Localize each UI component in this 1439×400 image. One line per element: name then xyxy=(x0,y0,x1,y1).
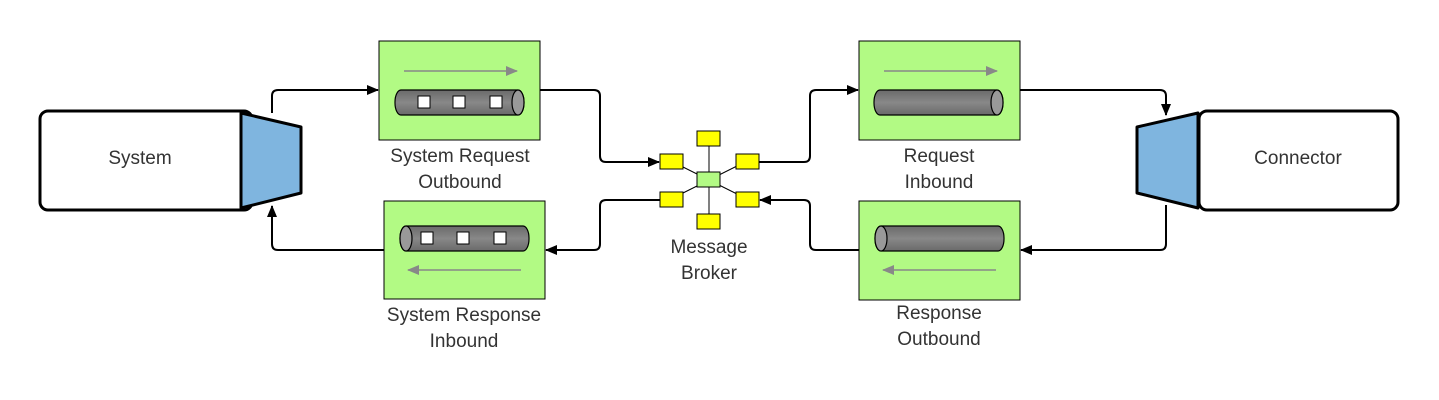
system-response-inbound-channel: System Response Inbound xyxy=(383,200,546,352)
message-square xyxy=(417,95,431,109)
channel-label-line1: System Request xyxy=(390,146,530,167)
broker-port xyxy=(735,153,760,170)
message-square xyxy=(452,95,466,109)
pipe xyxy=(874,225,1005,252)
message-broker: Message Broker xyxy=(659,130,760,284)
broker-port xyxy=(735,191,760,208)
connector-response-outbound-to-broker xyxy=(759,195,859,251)
connector-system-to-request-outbound xyxy=(271,85,379,113)
connector-adapter xyxy=(1135,111,1200,210)
broker-port xyxy=(696,130,721,147)
broker-port xyxy=(659,153,684,170)
system-adapter xyxy=(239,111,303,210)
connector-broker-to-response-inbound xyxy=(545,199,660,255)
channel-label-line2: Outbound xyxy=(897,329,980,350)
broker-port xyxy=(659,191,684,208)
connector-response-inbound-to-system xyxy=(267,205,384,251)
channel-label-line2: Outbound xyxy=(418,172,501,193)
connector-request-outbound-to-broker xyxy=(540,89,660,167)
channel-label-line1: Response xyxy=(896,303,982,324)
system-label: System xyxy=(108,148,171,169)
message-square xyxy=(420,231,434,245)
connector-label: Connector xyxy=(1254,148,1342,169)
channel-label-line2: Inbound xyxy=(430,331,499,352)
message-square xyxy=(489,95,503,109)
request-inbound-channel: Request Inbound xyxy=(858,40,1021,193)
broker-hub xyxy=(696,171,721,188)
broker-label-line2: Broker xyxy=(681,263,738,284)
channel-label-line2: Inbound xyxy=(905,172,974,193)
channel-label-line1: System Response xyxy=(387,305,541,326)
connector-node: Connector xyxy=(1135,109,1400,212)
connector-request-inbound-to-connector xyxy=(1020,89,1171,116)
message-square xyxy=(456,231,470,245)
connector-connector-to-response-outbound xyxy=(1020,205,1167,255)
broker-port xyxy=(696,213,721,230)
system-node: System xyxy=(38,109,303,212)
pipe xyxy=(873,89,1004,116)
connector-broker-to-request-inbound xyxy=(759,85,859,163)
channel-label-line1: Request xyxy=(904,146,975,167)
broker-label-line1: Message xyxy=(670,237,747,258)
message-square xyxy=(493,231,507,245)
system-request-outbound-channel: System Request Outbound xyxy=(378,40,541,193)
response-outbound-channel: Response Outbound xyxy=(858,200,1021,350)
